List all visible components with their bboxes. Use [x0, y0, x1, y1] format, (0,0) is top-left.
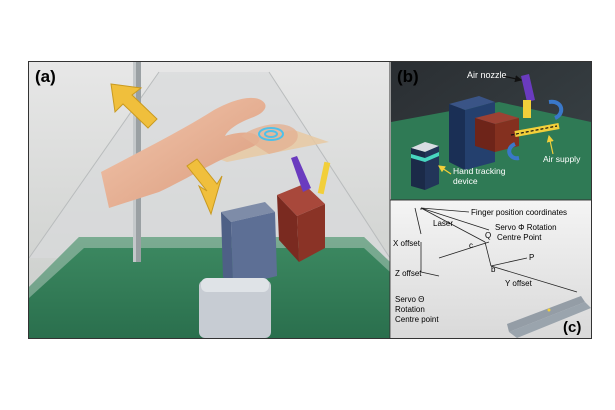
hand-tracking-label-2: device: [453, 176, 478, 186]
panel-b-tracker: [411, 142, 439, 190]
red-cube: [277, 184, 325, 262]
panel-c-tracker: [507, 296, 591, 338]
z-offset-label: Z offset: [395, 269, 422, 278]
panel-a: (a): [29, 62, 391, 338]
q-label: Q: [485, 231, 491, 240]
air-nozzle: [291, 156, 311, 192]
servo-phi-label-2: Centre Point: [497, 233, 542, 242]
up-arrow-icon: [110, 83, 158, 129]
figure-frame: (a): [28, 61, 592, 339]
servo-theta-label-3: Centre point: [395, 315, 439, 324]
y-offset-label: Y offset: [505, 279, 533, 288]
focal-point-icon: [258, 127, 284, 141]
laser-label: Laser: [433, 219, 453, 228]
servo-theta-label-1: Servo Θ: [395, 295, 424, 304]
air-supply-label: Air supply: [543, 154, 581, 164]
p-label: P: [529, 253, 534, 262]
finger-position-label: Finger position coordinates: [471, 208, 567, 217]
panel-b: Air nozzle Hand tracking device Air supp…: [391, 62, 591, 200]
air-nozzle-label: Air nozzle: [467, 70, 507, 80]
hand-tracking-device: [199, 278, 271, 338]
x-offset-label: X offset: [393, 239, 421, 248]
panel-c-label: (c): [563, 319, 581, 336]
rotation-arrow-icon-2: [507, 142, 520, 161]
panel-b-nozzle-icon: [521, 74, 535, 102]
panel-a-label: (a): [35, 67, 56, 86]
rotation-arrow-icon: [548, 99, 564, 120]
panel-b-label: (b): [397, 67, 419, 86]
b-label: b: [491, 265, 496, 274]
navy-cube: [221, 202, 277, 287]
servo-phi-label-1: Servo Φ Rotation: [495, 223, 557, 232]
panel-c: Finger position coordinates Laser Servo …: [391, 201, 591, 338]
hand-tracking-label-1: Hand tracking: [453, 166, 506, 176]
servo-theta-label-2: Rotation: [395, 305, 425, 314]
air-supply-tube: [317, 161, 331, 195]
c-label: c: [469, 241, 473, 250]
down-arrow-icon: [186, 158, 223, 216]
